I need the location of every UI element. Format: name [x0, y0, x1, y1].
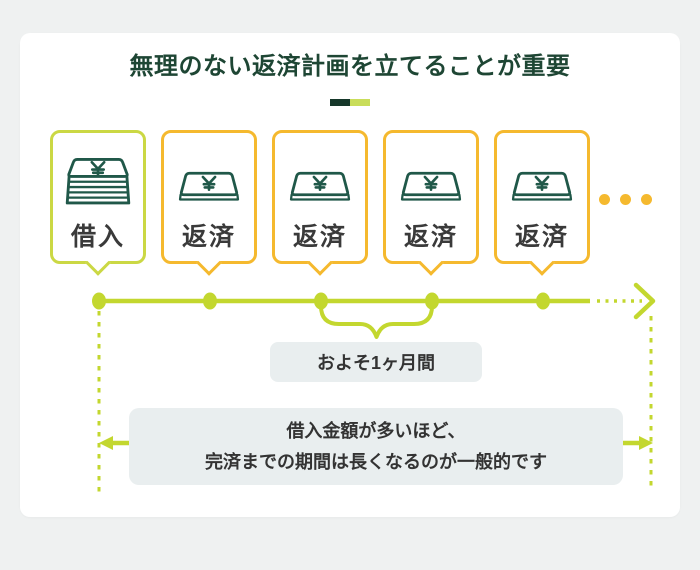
- timeline-dot: [92, 292, 106, 310]
- ellipsis-dot: [599, 194, 610, 205]
- timeline-dot: [314, 292, 328, 310]
- money-stack-icon: [62, 151, 134, 213]
- money-note-icon: [287, 151, 353, 213]
- money-note-icon: [509, 151, 575, 213]
- underline-lime-segment: [350, 99, 370, 106]
- duration-brace: [319, 304, 434, 339]
- bubble-tail: [85, 250, 111, 276]
- note-line-2: 完済までの期間は長くなるのが一般的です: [205, 451, 547, 472]
- timeline-dot: [425, 292, 439, 310]
- note-left-arrow-icon: [99, 436, 113, 450]
- note-right-arrow-icon: [639, 436, 653, 450]
- note-box: 借入金額が多いほど、 完済までの期間は長くなるのが一般的です: [129, 408, 623, 485]
- bubble-repay-2: 返済: [272, 130, 368, 276]
- title-underline: [330, 99, 370, 106]
- page-background: { "header": { "title": "無理のない返済計画を立てることが…: [0, 33, 700, 570]
- bubble-label: 返済: [181, 223, 236, 251]
- infographic-card: 無理のない返済計画を立てることが重要 借入: [20, 33, 680, 517]
- bubble-repay-4: 返済: [494, 130, 590, 276]
- underline-dark-segment: [330, 99, 350, 106]
- ellipsis-dot: [620, 194, 631, 205]
- duration-label: およそ1ヶ月間: [270, 342, 482, 382]
- timeline-arrowhead-icon: [633, 282, 656, 320]
- money-note-icon: [398, 151, 464, 213]
- bubble-tail: [196, 250, 222, 276]
- bubble-repay-3: 返済: [383, 130, 479, 276]
- bubble-label: 返済: [403, 223, 458, 251]
- page-title: 無理のない返済計画を立てることが重要: [129, 53, 571, 80]
- bubble-label: 借入: [70, 223, 125, 251]
- bubble-tail: [418, 250, 444, 276]
- bubble-borrow: 借入: [50, 130, 146, 276]
- more-items-ellipsis-icon: [599, 194, 652, 205]
- timeline-dot: [536, 292, 550, 310]
- bubble-repay-1: 返済: [161, 130, 257, 276]
- bubble-tail: [307, 250, 333, 276]
- ellipsis-dot: [641, 194, 652, 205]
- bubble-label: 返済: [514, 223, 569, 251]
- bubble-tail: [529, 250, 555, 276]
- money-note-icon: [176, 151, 242, 213]
- bubble-label: 返済: [292, 223, 347, 251]
- timeline-dot: [203, 292, 217, 310]
- note-line-1: 借入金額が多いほど、: [286, 420, 466, 441]
